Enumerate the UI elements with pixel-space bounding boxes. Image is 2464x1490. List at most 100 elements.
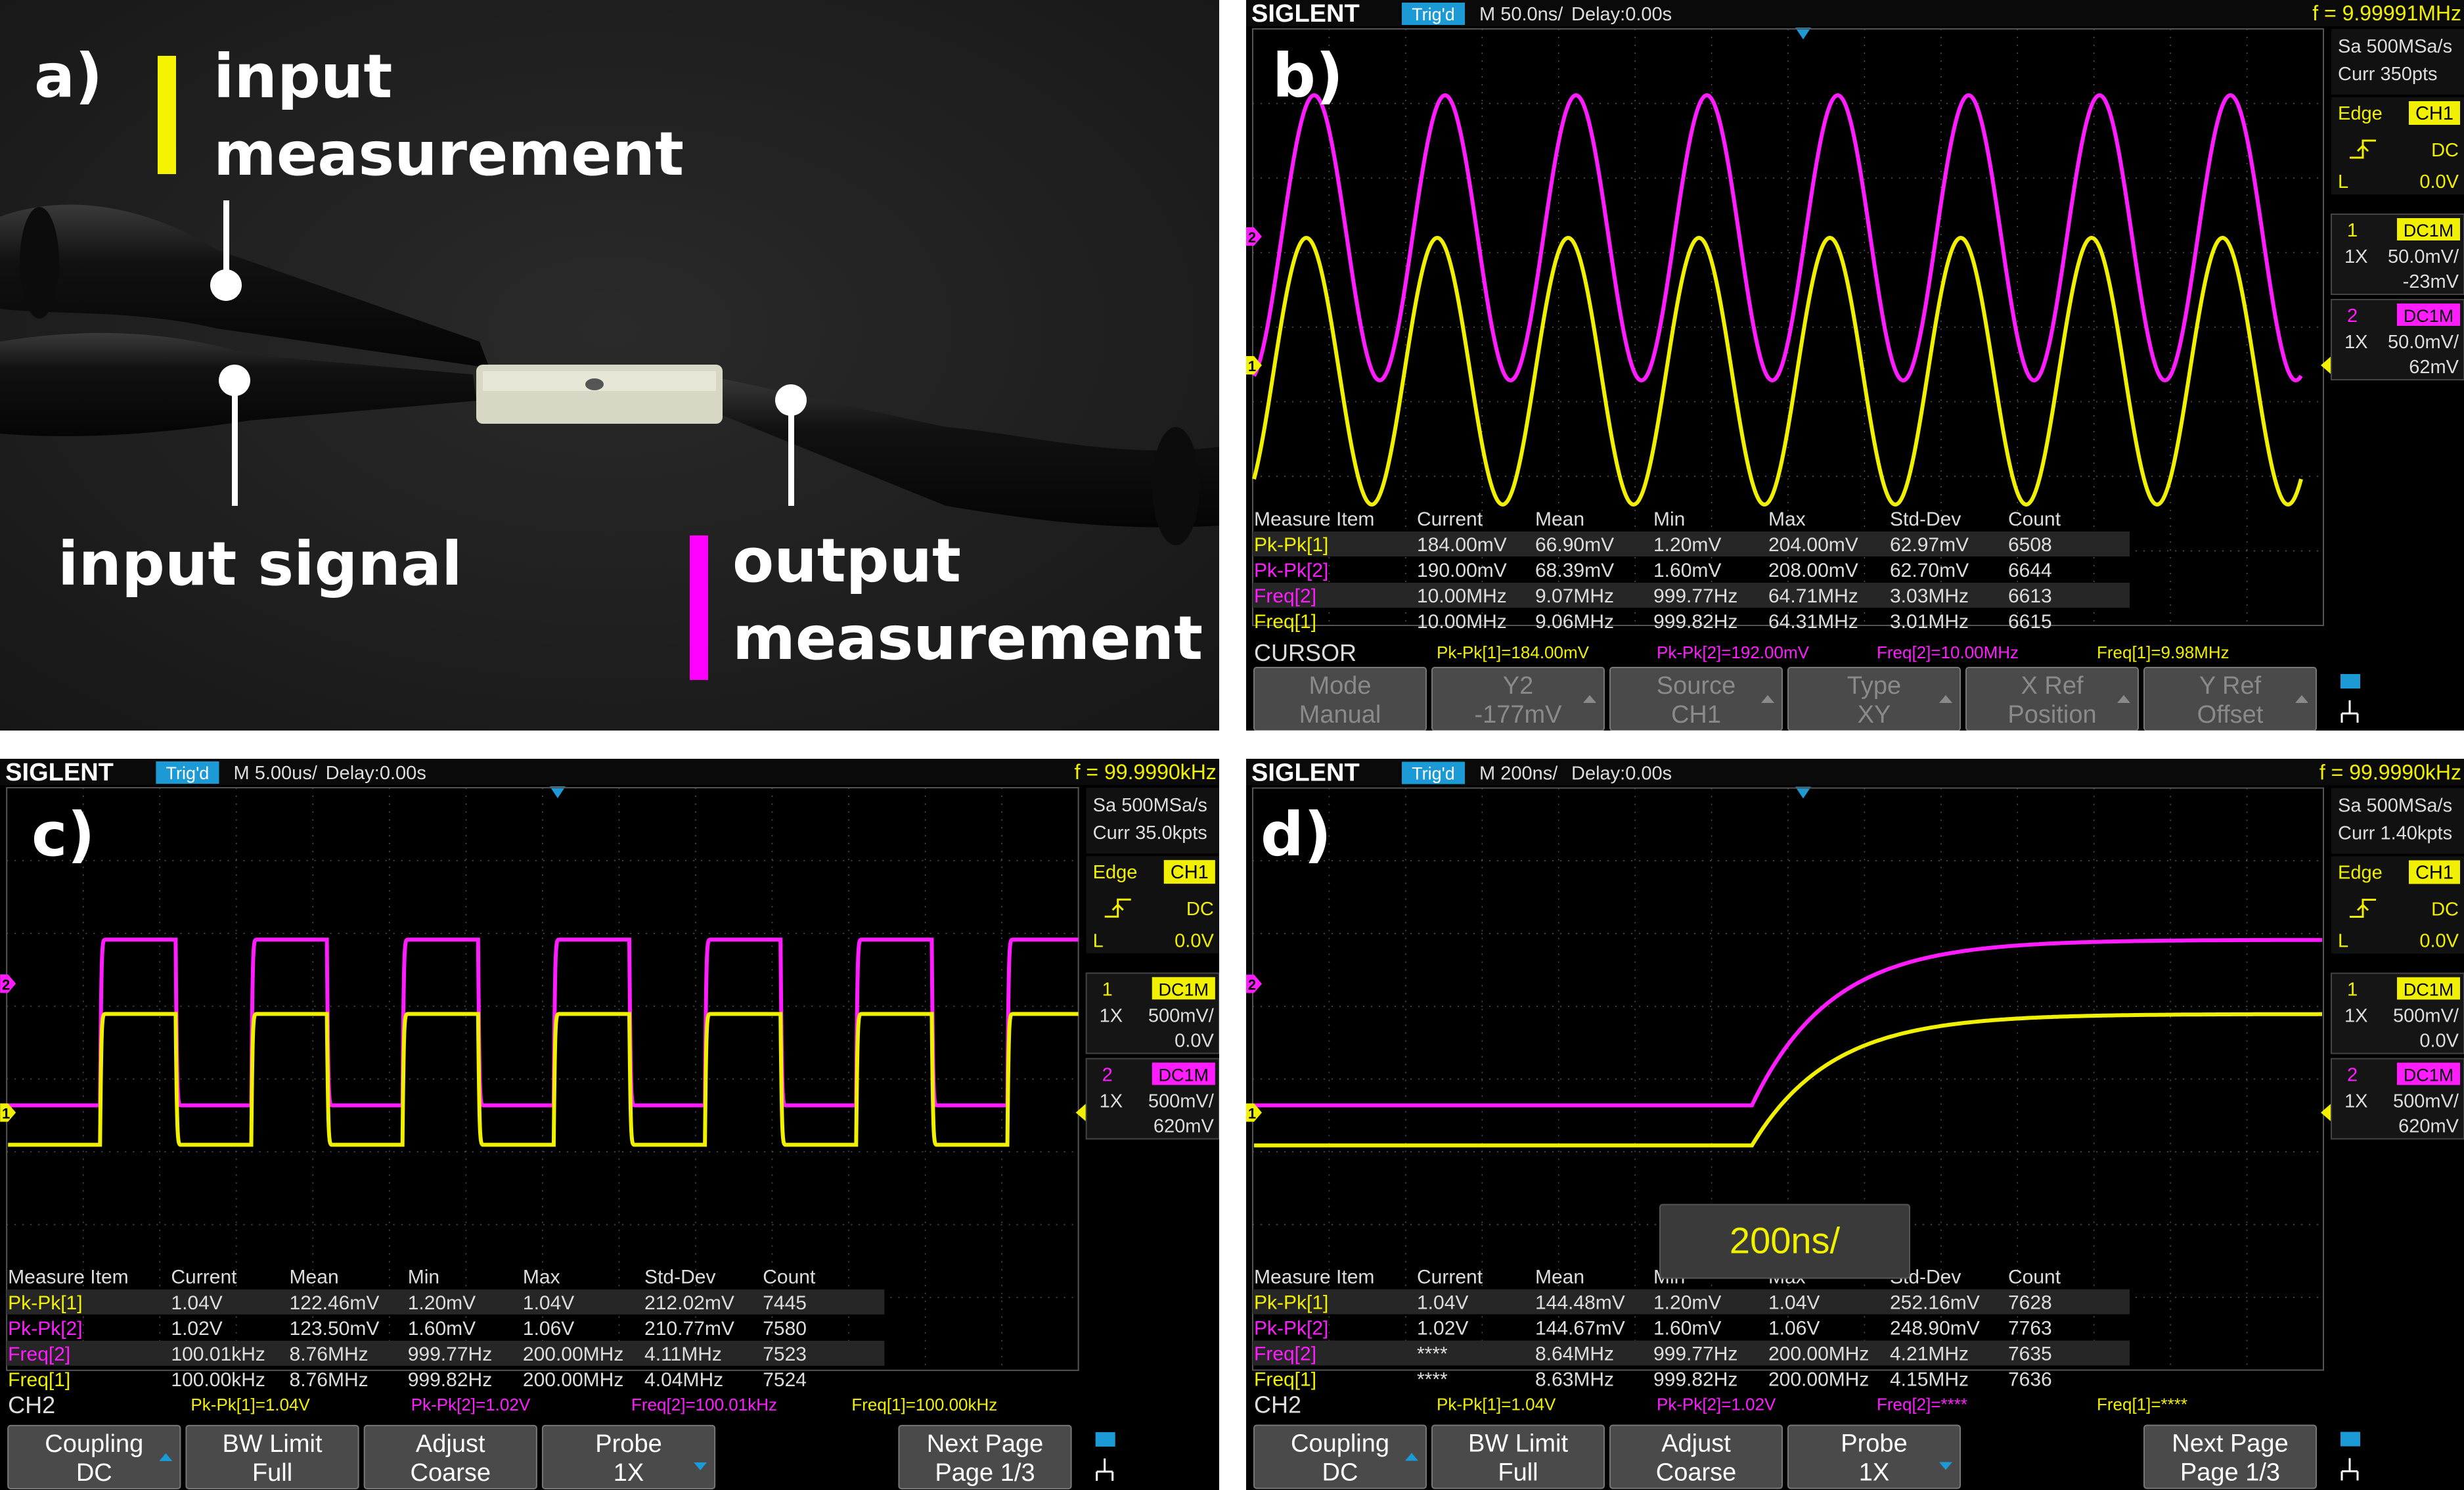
softkey-label-top: Y2 (1503, 672, 1533, 700)
measure-row-background (1253, 1289, 2130, 1315)
ch2-offset: 62mV (2409, 357, 2459, 378)
arrow-up-icon (159, 1453, 173, 1461)
acquisition-box (2331, 788, 2464, 854)
output-measurement-color-bar (690, 535, 708, 680)
ch2-coupling-badge (2397, 1062, 2460, 1085)
ch1-number: 1 (1102, 979, 1113, 1000)
measure-header: Mean (290, 1267, 339, 1288)
measure-value: 66.90mV (1535, 534, 1614, 556)
ch2-offset-marker (0, 974, 16, 993)
trigger-position-marker (549, 786, 566, 799)
measure-value: 7636 (2008, 1369, 2052, 1391)
ch2-coupling: DC1M (2404, 306, 2454, 326)
measure-value: 7635 (2008, 1343, 2052, 1365)
graticule (1252, 28, 2324, 626)
ch1-scale: 50.0mV/ (2388, 246, 2459, 267)
ch1-offset-marker-label: 1 (1248, 358, 1256, 374)
status-measurement: Pk-Pk[2]=1.02V (411, 1395, 531, 1414)
measure-value: 1.20mV (408, 1292, 476, 1314)
measure-value: 208.00mV (1768, 560, 1858, 581)
trigger-status-text: Trig'd (166, 763, 210, 783)
input-signal-label: input signal (58, 529, 462, 599)
ch2-offset-marker (1246, 974, 1262, 993)
measure-value: 62.97mV (1890, 534, 1969, 556)
measure-value: 999.77Hz (1653, 585, 1737, 607)
ch1-coupling: DC1M (1159, 980, 1209, 999)
softkey-label-bottom: XY (1858, 701, 1891, 729)
arrow-up-icon (1939, 695, 1952, 703)
softkey-label-top: Probe (1841, 1430, 1907, 1458)
ch1-coupling: DC1M (2404, 221, 2454, 240)
measure-value: 1.02V (1417, 1318, 1468, 1340)
arrow-up-icon (2117, 695, 2130, 703)
measure-header: Mean (1535, 1267, 1584, 1288)
softkey-label-bottom: DC (76, 1459, 112, 1487)
input-measurement-label: input measurement (213, 41, 684, 189)
measure-value: 64.71MHz (1768, 585, 1858, 607)
measure-value: 1.60mV (1653, 1318, 1721, 1340)
status-measurement: Pk-Pk[1]=1.04V (190, 1395, 310, 1414)
trigger-status-text: Trig'd (1412, 764, 1455, 784)
measure-value: 6613 (2008, 585, 2052, 607)
measure-value: 8.64MHz (1535, 1343, 1614, 1365)
ch2-number: 2 (1102, 1064, 1113, 1085)
measure-value: 252.16mV (1890, 1292, 1980, 1314)
graticule (6, 787, 1079, 1371)
measure-value: 248.90mV (1890, 1318, 1980, 1340)
network-icon (2341, 1458, 2359, 1481)
softkey-frame (1787, 667, 1961, 731)
trigger-level-label: L (2338, 931, 2348, 952)
softkey-button[interactable]: Y2-177mV (1431, 667, 1605, 731)
menu-title: CH2 (1254, 1391, 1301, 1418)
trigger-status-badge (1402, 761, 1465, 784)
softkey-label-bottom: Position (2007, 701, 2096, 729)
trigger-level-marker (2321, 356, 2331, 374)
measure-value: 999.82Hz (1653, 1369, 1737, 1391)
softkey-label-bottom: Coarse (1656, 1459, 1737, 1487)
softkey-frame (1431, 667, 1605, 731)
panel-b-label: b) (1272, 41, 1343, 111)
measure-value: 999.77Hz (1653, 1343, 1737, 1365)
measure-item-name: Pk-Pk[2] (8, 1318, 82, 1340)
measure-value: 8.63MHz (1535, 1369, 1614, 1391)
trigger-position-marker (1795, 786, 1811, 799)
measure-item-name: Freq[1] (8, 1369, 70, 1391)
measure-value: 100.01kHz (171, 1343, 265, 1365)
softkey-label-top: Adjust (416, 1430, 485, 1458)
measure-row-background (7, 1289, 885, 1315)
softkey-label-top: Y Ref (2199, 672, 2262, 700)
measure-header: Min (408, 1267, 439, 1288)
timebase-readout: M 200ns/ (1479, 763, 1558, 784)
timebase-readout: M 50.0ns/ (1479, 4, 1563, 25)
measure-value: **** (1417, 1369, 1448, 1391)
trigger-level-readout: 0.0V (2419, 171, 2459, 192)
ch2-probe: 1X (2344, 332, 2367, 353)
